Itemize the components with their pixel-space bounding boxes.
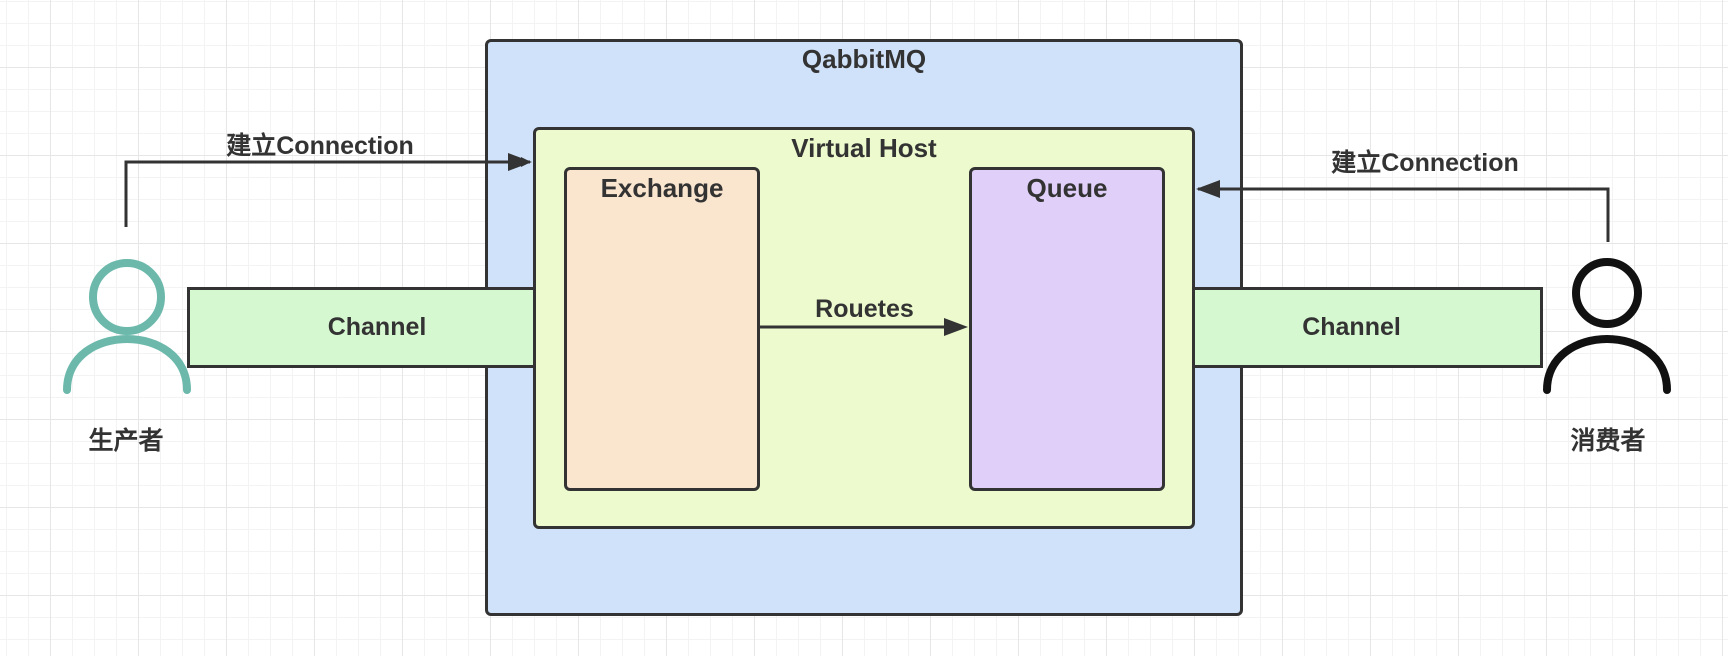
- rabbitmq-server-title: QabbitMQ: [801, 44, 927, 74]
- producer-channel: [187, 287, 567, 368]
- producer-label: 生产者: [88, 427, 164, 455]
- consumer-channel-label: Channel: [1302, 313, 1401, 341]
- producer-channel-label: Channel: [327, 313, 427, 341]
- exchange-box: [564, 167, 760, 491]
- producer-connection-arrowhead: [508, 153, 532, 171]
- consumer-connection-label: 建立Connection: [1331, 149, 1519, 177]
- consumer-label: 消费者: [1570, 427, 1646, 455]
- consumer-connection-arrowhead: [1196, 180, 1220, 198]
- exchange-title: Exchange: [600, 173, 724, 203]
- consumer-connection-arrow: [1198, 187, 1610, 242]
- consumer-person-icon: [1543, 258, 1671, 394]
- routes-label: Rouetes: [815, 295, 914, 323]
- routes-arrowhead: [944, 318, 968, 336]
- queue-title: Queue: [1026, 173, 1108, 203]
- consumer-channel: [1160, 287, 1543, 368]
- virtual-host-title: Virtual Host: [791, 133, 937, 163]
- queue-box: [969, 167, 1165, 491]
- producer-person-icon: [63, 259, 191, 394]
- producer-connection-arrow: [124, 157, 531, 227]
- producer-connection-label: 建立Connection: [226, 132, 414, 160]
